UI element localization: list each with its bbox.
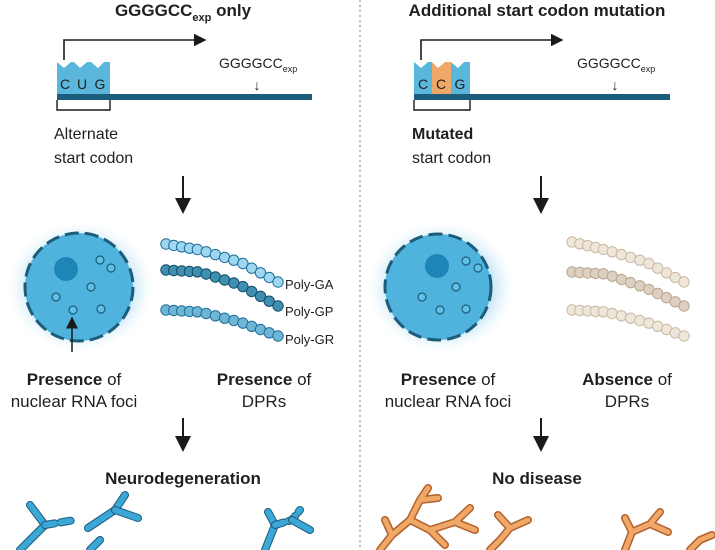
nucleolus (425, 254, 449, 278)
rna-focus (68, 305, 78, 315)
rna-focus (86, 282, 96, 292)
codon-letter-2: C (436, 76, 446, 92)
nucleus (368, 222, 514, 352)
codon-base-1 (57, 62, 74, 94)
codon-letter-1: C (60, 76, 70, 92)
dpr-bead-poly-gr (200, 307, 212, 320)
dpr-label-poly-ga: Poly-GA (285, 277, 334, 292)
dpr-bead-faded (669, 271, 681, 284)
rna-focus (435, 305, 445, 315)
dna-strand (57, 94, 312, 100)
dpr-caption-line1: Absence of (582, 370, 672, 389)
left-panel: GGGGCCexp only C U G GGGGCCexp ↓ Alterna… (8, 1, 334, 550)
repeat-pointer: ↓ (612, 77, 619, 93)
rna-focus (417, 292, 427, 302)
foci-caption-line1: Presence of (401, 370, 496, 389)
codon-letter-2: U (77, 76, 87, 92)
dpr-chains (160, 238, 284, 342)
foci-caption-line2: nuclear RNA foci (11, 392, 138, 411)
nucleolus (54, 257, 78, 281)
outcome-label: Neurodegeneration (105, 469, 261, 488)
dpr-bead-poly-gp (272, 300, 284, 312)
dpr-bead-faded (678, 330, 690, 342)
rna-focus (461, 256, 471, 266)
codon-base-2 (74, 62, 91, 94)
foci-caption-line1: Presence of (27, 370, 122, 389)
codon-caption-line1: Mutated (412, 126, 473, 143)
dpr-bead-poly-ga (237, 257, 249, 270)
rna-focus (473, 263, 483, 273)
dpr-bead-poly-ga (272, 276, 284, 288)
dpr-label-poly-gr: Poly-GR (285, 332, 334, 347)
dpr-bead-poly-ga (263, 271, 275, 284)
dpr-bead-poly-gr (272, 330, 284, 342)
neuron-healthy (376, 484, 715, 550)
outcome-label: No disease (492, 469, 582, 488)
dpr-bead-faded (660, 267, 673, 279)
codon-bracket (56, 100, 111, 111)
rna-focus (51, 292, 61, 302)
dpr-bead-poly-ga (246, 262, 258, 274)
dna-strand (414, 94, 670, 100)
dpr-bead-faded (643, 257, 655, 270)
transcription-arrow (63, 33, 207, 60)
transcription-arrow (420, 33, 564, 60)
codon-letter-3: G (455, 76, 466, 92)
dpr-bead-poly-gp (254, 290, 267, 302)
dpr-caption-line1: Presence of (217, 370, 312, 389)
dpr-chains-faded (566, 236, 690, 342)
dpr-bead-faded (678, 300, 690, 312)
rna-focus (106, 263, 116, 273)
rna-focus (96, 304, 106, 314)
dpr-bead-faded (652, 262, 664, 274)
codon-letter-1: C (418, 76, 428, 92)
repeat-label: GGGGCCexp (577, 55, 655, 74)
codon-caption-line1: Alternate (54, 126, 118, 143)
repeat-pointer: ↓ (254, 77, 261, 93)
dpr-bead-faded (624, 312, 637, 324)
dpr-bead-poly-ga (254, 267, 267, 279)
codon-base-3 (91, 62, 110, 94)
codon-base-3 (451, 62, 470, 94)
dpr-bead-poly-gp (237, 280, 249, 293)
dpr-bead-faded (606, 307, 618, 320)
left-title: GGGGCCexp only (115, 1, 252, 24)
codon-base-2-mutated (432, 62, 451, 94)
repeat-label: GGGGCCexp (219, 55, 297, 74)
right-panel: Additional start codon mutation C C G GG… (368, 1, 715, 550)
rna-focus (95, 255, 105, 265)
codon-caption-line2: start codon (54, 150, 133, 167)
right-title: Additional start codon mutation (409, 1, 666, 20)
dpr-bead-poly-gr (218, 312, 231, 324)
codon-bracket (413, 100, 471, 111)
codon-letter-3: G (95, 76, 106, 92)
rna-focus (461, 304, 471, 314)
codon-bases: C C G (414, 62, 470, 94)
dpr-label-poly-gp: Poly-GP (285, 304, 333, 319)
dpr-bead-poly-gp (246, 285, 258, 298)
codon-bases: C U G (57, 62, 110, 94)
foci-caption-line2: nuclear RNA foci (385, 392, 512, 411)
dpr-caption-line2: DPRs (242, 392, 286, 411)
dpr-caption-line2: DPRs (605, 392, 649, 411)
dpr-bead-poly-gp (263, 295, 275, 307)
nucleus (8, 222, 153, 352)
rna-focus (451, 282, 461, 292)
dpr-bead-faded (678, 276, 690, 288)
neuron-degenerating (16, 491, 314, 550)
codon-base-1 (414, 62, 432, 94)
codon-caption-line2: start codon (412, 150, 491, 167)
